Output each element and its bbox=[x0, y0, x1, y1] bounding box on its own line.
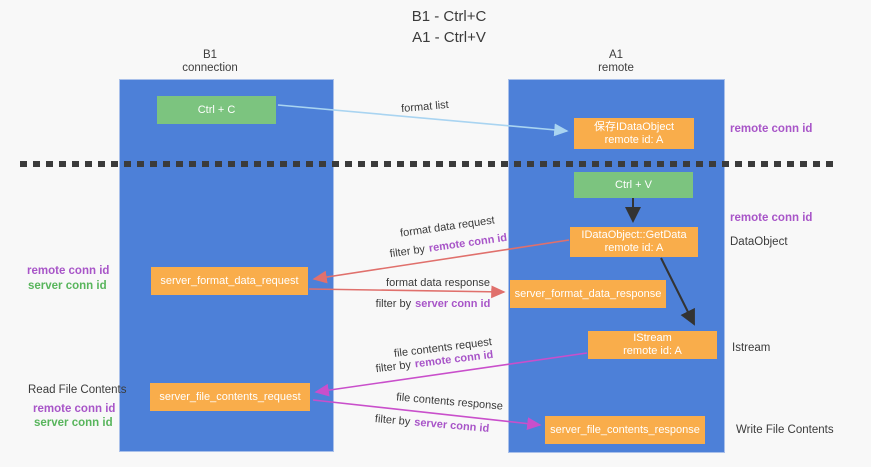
lane-header-a1-name: A1 bbox=[608, 49, 624, 61]
lane-header-b1: B1 connection bbox=[110, 49, 310, 75]
filter-by-text: filter by bbox=[389, 243, 426, 261]
node-server-format-data-response-label: server_format_data_response bbox=[514, 287, 662, 300]
label-format-data-response-text: format data response bbox=[386, 277, 490, 289]
lane-header-a1-role: remote bbox=[598, 62, 634, 74]
label-format-list: format list bbox=[385, 98, 466, 118]
annotation-remote-conn-id-mid-left: remote conn id bbox=[27, 265, 110, 277]
node-idataobject-getdata-line2: remote id: A bbox=[604, 242, 664, 254]
title-line-1: B1 - Ctrl+C bbox=[411, 8, 487, 25]
node-ctrl-v-label: Ctrl + V bbox=[615, 178, 652, 191]
filter-by-text: filter by bbox=[374, 413, 411, 429]
server-conn-id-key: server conn id bbox=[413, 416, 490, 435]
diagram-title: B1 - Ctrl+C A1 - Ctrl+V bbox=[299, 6, 599, 48]
lane-header-b1-role: connection bbox=[182, 62, 238, 74]
node-idataobject-getdata: IDataObject::GetData remote id: A bbox=[570, 227, 698, 257]
annotation-server-conn-id-bottom-left: server conn id bbox=[34, 417, 113, 429]
title-line-2: A1 - Ctrl+V bbox=[412, 29, 486, 46]
node-idataobject-getdata-line1: IDataObject::GetData bbox=[581, 229, 687, 241]
node-ctrl-c-label: Ctrl + C bbox=[197, 103, 236, 116]
node-istream-line2: remote id: A bbox=[623, 345, 682, 357]
node-server-file-contents-request-label: server_file_contents_request bbox=[159, 390, 301, 403]
lane-header-a1: A1 remote bbox=[516, 49, 716, 75]
annotation-write-file-contents: Write File Contents bbox=[736, 424, 834, 436]
label-format-data-response: format data response bbox=[383, 277, 493, 290]
node-server-file-contents-response: server_file_contents_response bbox=[545, 416, 705, 444]
server-conn-id-key: server conn id bbox=[415, 298, 491, 310]
node-server-file-contents-response-label: server_file_contents_response bbox=[550, 423, 700, 436]
label-format-list-text: format list bbox=[400, 98, 450, 116]
lane-header-b1-name: B1 bbox=[202, 49, 218, 61]
node-ctrl-c: Ctrl + C bbox=[157, 96, 276, 124]
session-divider-dashed-line bbox=[20, 161, 836, 167]
node-server-format-data-response: server_format_data_response bbox=[510, 280, 666, 308]
label-file-contents-response-text: file contents response bbox=[395, 391, 504, 413]
annotation-read-file-contents: Read File Contents bbox=[28, 384, 127, 396]
node-istream-line1: IStream bbox=[633, 332, 672, 344]
annotation-dataobject: DataObject bbox=[730, 236, 788, 248]
node-saved-idataobject-line2: remote id: A bbox=[604, 133, 664, 146]
filter-by-text: filter by bbox=[374, 358, 412, 376]
node-ctrl-v: Ctrl + V bbox=[574, 172, 693, 198]
node-saved-idataobject-line1: 保存IDataObject bbox=[593, 120, 675, 133]
annotation-remote-conn-id-mid-right: remote conn id bbox=[730, 212, 813, 224]
node-istream: IStream remote id: A bbox=[588, 331, 717, 359]
node-server-file-contents-request: server_file_contents_request bbox=[150, 383, 310, 411]
filter-by-text: filter by bbox=[375, 298, 412, 310]
node-server-format-data-request-label: server_format_data_request bbox=[160, 274, 299, 287]
label-file-contents-response: file contents response bbox=[392, 391, 508, 414]
annotation-server-conn-id-mid-left: server conn id bbox=[28, 280, 107, 292]
annotation-istream: Istream bbox=[732, 342, 771, 354]
remote-conn-id-key: remote conn id bbox=[428, 231, 508, 255]
annotation-remote-conn-id-bottom-left: remote conn id bbox=[33, 403, 116, 415]
annotation-remote-conn-id-top-right: remote conn id bbox=[730, 123, 813, 135]
node-saved-idataobject: 保存IDataObject remote id: A bbox=[574, 118, 694, 149]
node-server-format-data-request: server_format_data_request bbox=[151, 267, 308, 295]
